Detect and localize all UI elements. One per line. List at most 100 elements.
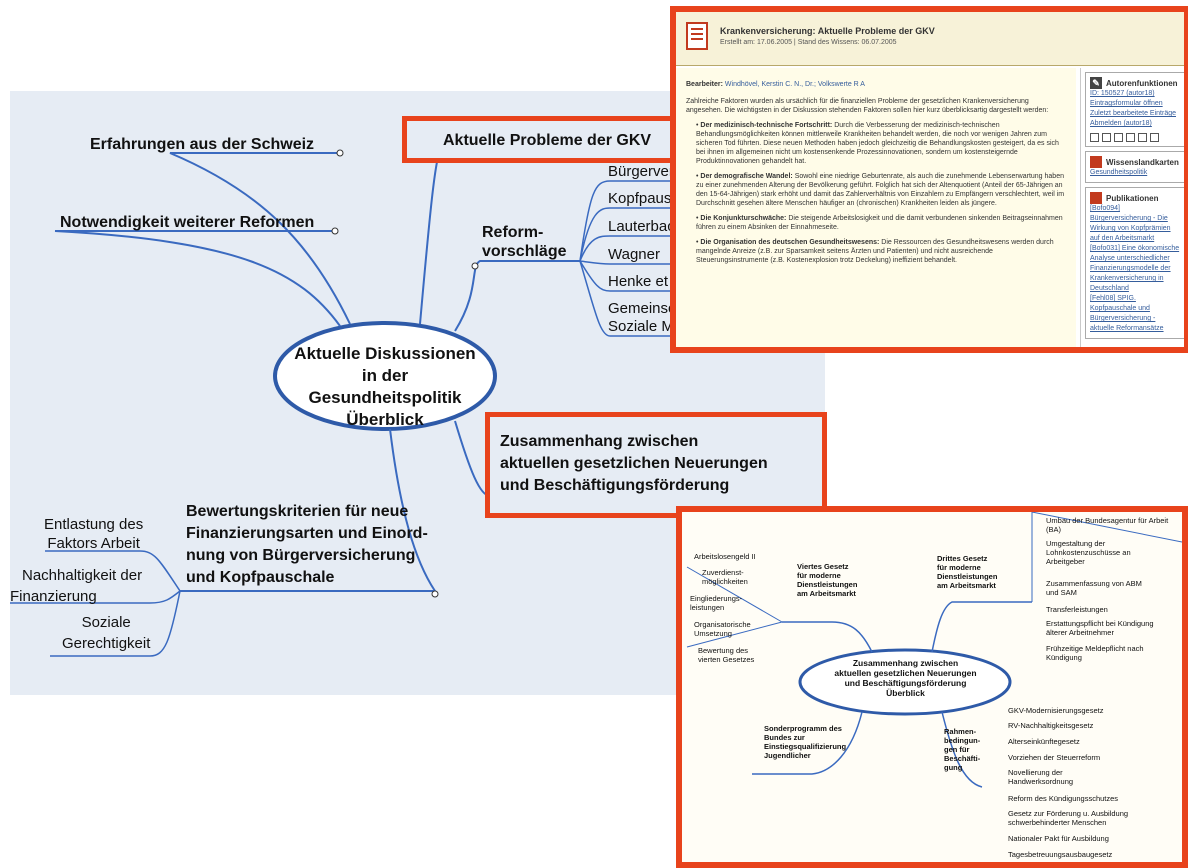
detail-center-line-3: und Beschäftigungsförderung (844, 678, 967, 688)
center-line-1: Aktuelle Diskussionen (294, 344, 476, 363)
criterion-gerechtigkeit-line-1: Soziale (81, 614, 131, 631)
bewertung-line-4: und Kopfpauschale (186, 569, 335, 586)
toolbar-icon[interactable] (1090, 133, 1099, 142)
right-bottom-item[interactable]: Nationaler Pakt für Ausbildung (1008, 834, 1109, 843)
drittes-line-3: Dienstleistungen (937, 572, 998, 581)
knowledge-map-link[interactable]: Gesundheitspolitik (1090, 169, 1148, 176)
right-bottom-item[interactable]: Alterseinkünftegesetz (1008, 737, 1080, 746)
rahmen-line-1: Rahmen- (944, 727, 977, 736)
right-top-item[interactable]: Transferleistungen (1046, 605, 1108, 614)
bullet-text: Die steigende Arbeitslosigkeit und die d… (696, 215, 1063, 231)
rahmen-line-2: bedingun- (944, 736, 981, 745)
criterion-entlastung[interactable]: Entlastung des Faktors Arbeit (44, 515, 143, 553)
document-subtitle: Erstellt am: 17.06.2005 | Stand des Wiss… (720, 39, 897, 46)
node-drittes-gesetz[interactable]: Drittes Gesetz für moderne Dienstleistun… (937, 554, 997, 590)
document-title: Krankenversicherung: Aktuelle Probleme d… (720, 26, 935, 36)
criterion-gerechtigkeit[interactable]: Soziale Gerechtigkeit (62, 612, 150, 654)
node-zusammenhang: Zusammenhang zwischen aktuellen gesetzli… (500, 431, 768, 497)
document-bullet: • Die Organisation des deutschen Gesundh… (696, 239, 1054, 264)
author-functions-box: ✎ Autorenfunktionen ID: 150527 (autor18)… (1085, 72, 1184, 147)
right-bottom-item[interactable]: Reform des Kündigungsschutzes (1008, 794, 1119, 803)
left-item[interactable]: Arbeitslosengeld II (694, 552, 756, 561)
author-link[interactable]: Eintragsformular öffnen (1090, 100, 1163, 107)
publications-title: Publikationen (1106, 193, 1159, 203)
knowledge-maps-title: Wissenslandkarten (1106, 157, 1179, 167)
right-bottom-item[interactable]: RV-Nachhaltigkeitsgesetz (1008, 721, 1094, 730)
node-sonderprogramm[interactable]: Sonderprogramm des Bundes zur Einstiegsq… (764, 724, 846, 760)
right-top-item[interactable]: Umgestaltung der Lohnkostenzuschüsse an … (1046, 539, 1131, 566)
center-line-2: in der Gesundheitspolitik (308, 366, 462, 407)
sonder-line-2: Bundes zur (764, 733, 805, 742)
author-toolbar (1090, 133, 1181, 142)
right-top-item[interactable]: Frühzeitige Meldepflicht nach Kündigung (1046, 644, 1144, 662)
sonder-line-1: Sonderprogramm des (764, 724, 842, 733)
publication-link[interactable]: [Bofo094] (1090, 205, 1120, 212)
sonder-line-4: Jugendlicher (764, 751, 811, 760)
right-bottom-item[interactable]: Vorziehen der Steuerreform (1008, 753, 1101, 762)
document-icon (686, 22, 708, 50)
node-bewertungskriterien[interactable]: Bewertungskriterien für neue Finanzierun… (186, 501, 446, 589)
bewertung-line-3: nung von Bürgerversicherung (186, 547, 416, 564)
detail-mindmap-branches (686, 512, 1182, 788)
detail-center-node[interactable]: Zusammenhang zwischen aktuellen gesetzli… (808, 658, 1003, 698)
right-bottom-item[interactable]: Tagesbetreuungsausbaugesetz (1008, 850, 1113, 859)
criterion-entlastung-line-1: Entlastung des (44, 516, 144, 533)
bewertung-line-2: Finanzierungsarten und Einord- (186, 525, 428, 542)
document-body: Bearbeiter: Windhövel, Kerstin C. N., Dr… (676, 68, 1076, 347)
toolbar-icon[interactable] (1114, 133, 1123, 142)
right-bottom-item[interactable]: Gesetz zur Förderung u. Ausbildung schwe… (1008, 809, 1129, 827)
drittes-line-1: Drittes Gesetz (937, 554, 988, 563)
node-rahmenbedingungen[interactable]: Rahmen- bedingun- gen für Beschäfti- gun… (944, 727, 980, 772)
drittes-line-2: für moderne (937, 563, 981, 572)
left-item[interactable]: Bewertung des vierten Gesetzes (698, 646, 755, 664)
criterion-gerechtigkeit-line-2: Gerechtigkeit (62, 635, 151, 652)
right-bottom-item[interactable]: Novellierung der Handwerksordnung (1008, 768, 1074, 786)
bullet-text: Die Ressourcen des Gesundheitswesens wer… (696, 239, 1054, 264)
left-item[interactable]: Eingliederungs-leistungen (690, 594, 743, 612)
criterion-nachhaltigkeit-line-1: Nachhaltigkeit der (22, 567, 143, 584)
center-node[interactable]: Aktuelle Diskussionen in der Gesundheits… (285, 343, 485, 431)
right-bottom-item[interactable]: GKV-Modernisierungsgesetz (1008, 706, 1104, 715)
author-link[interactable]: Zuletzt bearbeitete Einträge (1090, 110, 1176, 117)
detail-center-line-1: Zusammenhang zwischen (852, 658, 959, 668)
rahmen-line-5: gung (944, 763, 963, 772)
author-link[interactable]: ID: 150527 (autor18) (1090, 90, 1155, 97)
right-top-item[interactable]: Zusammenfassung von ABM und SAM (1046, 579, 1142, 597)
toolbar-icon[interactable] (1102, 133, 1111, 142)
author-functions-title: Autorenfunktionen (1106, 78, 1178, 88)
bullet-text: Durch die Verbesserung der medizinisch-t… (696, 122, 1059, 165)
viertes-line-2: für moderne (797, 571, 841, 580)
reform-item-henke[interactable]: Henke et al. (608, 273, 689, 290)
zusammenhang-line-3: und Beschäftigungsförderung (500, 477, 730, 494)
node-notwendigkeit-reformen[interactable]: Notwendigkeit weiterer Reformen (60, 214, 315, 231)
publication-link[interactable]: [Fehl08] SPIG. Kopfpauschale und Bürgerv… (1090, 295, 1164, 332)
bullet-title: Die Konjunkturschwäche: (700, 215, 787, 222)
publication-link[interactable]: [Bofo031] Eine ökonomische Analyse unter… (1090, 245, 1180, 292)
right-top-item[interactable]: Erstattungspflicht bei Kündigung älterer… (1046, 619, 1154, 637)
node-viertes-gesetz[interactable]: Viertes Gesetz für moderne Dienstleistun… (797, 562, 857, 598)
bullet-text: Sowohl eine niedrige Geburtenrate, als a… (696, 173, 1065, 207)
detail-center-line-2: aktuellen gesetzlichen Neuerungen (834, 668, 977, 678)
publication-link[interactable]: Bürgerversicherung - Die Wirkung von Kop… (1090, 215, 1171, 242)
viertes-line-4: am Arbeitsmarkt (797, 589, 856, 598)
toolbar-icon[interactable] (1150, 133, 1159, 142)
node-erfahrungen-schweiz[interactable]: Erfahrungen aus der Schweiz (90, 136, 315, 153)
document-bullet: • Die Konjunkturschwäche: Die steigende … (696, 215, 1063, 231)
reform-item-lauterbach[interactable]: Lauterbach (608, 218, 684, 235)
left-item[interactable]: Zuverdienst-möglichkeiten (702, 568, 748, 586)
right-top-item[interactable]: Umbau der Bundesagentur für Arbeit (BA) (1046, 516, 1169, 534)
highlight-zusammenhang[interactable]: Zusammenhang zwischen aktuellen gesetzli… (485, 412, 827, 518)
author-link[interactable]: Abmelden (autor18) (1090, 120, 1152, 127)
viertes-line-3: Dienstleistungen (797, 580, 858, 589)
reform-item-wagner[interactable]: Wagner (608, 246, 660, 263)
toolbar-icon[interactable] (1138, 133, 1147, 142)
left-item[interactable]: Organisatorische Umsetzung (694, 620, 751, 638)
toolbar-icon[interactable] (1126, 133, 1135, 142)
editors-names[interactable]: Windhövel, Kerstin C. N., Dr.; Volkswert… (724, 81, 865, 88)
highlight-aktuelle-probleme[interactable]: Aktuelle Probleme der GKV (402, 116, 678, 163)
node-reformvorschlaege[interactable]: Reform- vorschläge (482, 223, 572, 261)
reform-line-1: Reform- (482, 224, 544, 241)
drittes-line-4: am Arbeitsmarkt (937, 581, 996, 590)
rahmen-line-3: gen für (944, 745, 970, 754)
criterion-nachhaltigkeit[interactable]: Nachhaltigkeit der Finanzierung (10, 565, 142, 607)
